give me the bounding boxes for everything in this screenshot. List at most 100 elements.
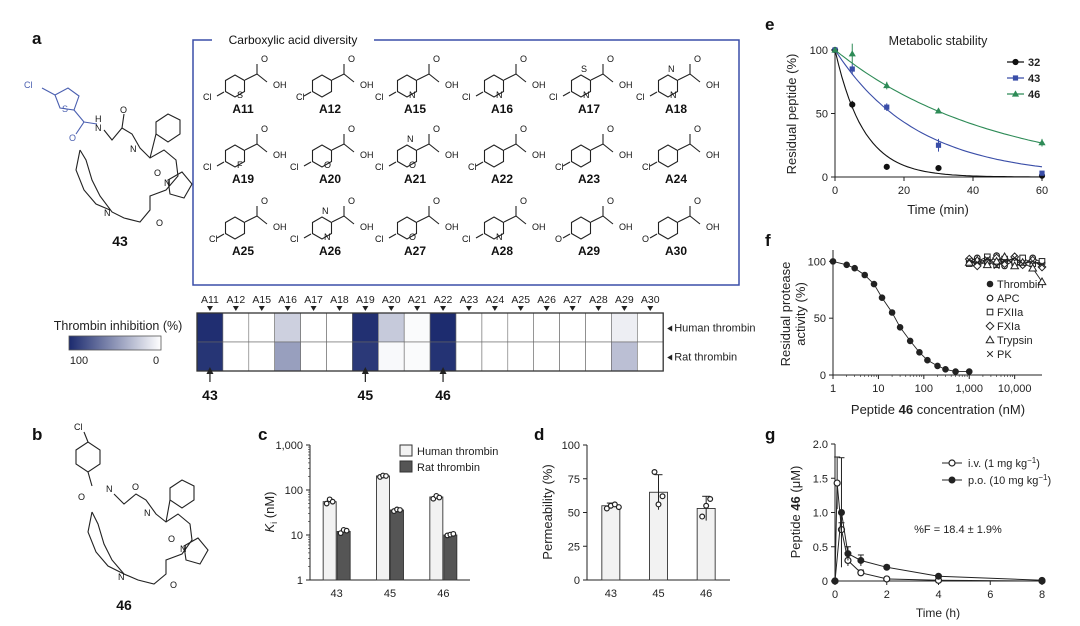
atom-label: OH (706, 222, 720, 232)
fit-curve (834, 49, 1043, 144)
data-point (883, 81, 891, 89)
y-tick-label: 25 (568, 541, 580, 553)
atom-label: O (694, 196, 701, 206)
heatmap-cell (585, 341, 612, 372)
bond (165, 499, 171, 523)
atom-label: O (409, 160, 416, 170)
atom-label: S (581, 64, 587, 74)
atom-label: N (496, 90, 503, 100)
legend-label: 46 (1028, 89, 1040, 101)
col-marker (491, 306, 498, 311)
row-marker (667, 325, 673, 332)
ring (396, 216, 418, 240)
data-point (1011, 90, 1020, 97)
ring (657, 216, 679, 240)
heatmap-cell (352, 312, 379, 343)
data-point (952, 368, 959, 375)
colorbar-min-label: 0 (153, 355, 159, 367)
atom-label: N (670, 90, 677, 100)
heatmap-cell (403, 312, 431, 343)
y-axis-label: Residual proteaseactivity (%) (778, 262, 808, 367)
carboxyl-bond (590, 215, 614, 225)
legend-label: Human thrombin (417, 446, 498, 458)
xlabel-pre: Peptide (851, 402, 899, 417)
atom-label: Cl (375, 234, 384, 244)
carboxyl-bond (331, 143, 355, 153)
acid-code: A26 (319, 244, 341, 258)
cl-bond (303, 161, 312, 167)
cl-bond (216, 161, 225, 167)
y-tick-label: 1.0 (813, 508, 828, 520)
data-point (857, 556, 865, 564)
data-point (982, 259, 992, 269)
y-tick-label: 75 (568, 474, 580, 486)
atom-o: O (78, 492, 85, 502)
data-point (906, 337, 914, 345)
panel-label-e: e (765, 15, 774, 34)
data-point (1039, 170, 1045, 176)
atom-label: OH (532, 80, 546, 90)
legend-label: 43 (1028, 73, 1040, 85)
legend-label: APC (997, 293, 1020, 305)
acid-code: A17 (578, 102, 600, 116)
atom-n: N (104, 208, 111, 218)
series-line (834, 512, 1043, 582)
heatmap-cell (507, 312, 534, 343)
data-point (965, 368, 973, 375)
y-tick-label: 0 (574, 575, 580, 587)
ylabel-line-1: Residual protease (778, 262, 793, 367)
cross-stroke (984, 255, 991, 263)
colorbar-max-label: 100 (70, 355, 88, 367)
heatmap-cell (222, 341, 250, 372)
data-point (1038, 139, 1046, 146)
data-point (870, 280, 878, 288)
ring (483, 216, 505, 240)
heatmap-col-label: A20 (382, 294, 401, 306)
arrow-compound-label: 43 (202, 387, 218, 403)
data-point (849, 66, 855, 72)
y-axis-label: Peptide 46 (μM) (788, 466, 803, 559)
atom-label: O (348, 196, 355, 206)
legend-label: Rat thrombin (417, 462, 480, 474)
acid-code: A30 (665, 244, 687, 258)
data-point (948, 476, 956, 484)
atom-label: O (324, 160, 331, 170)
heatmap-cell (481, 312, 509, 343)
carboxyl-bond (677, 215, 701, 225)
fit-curve (834, 49, 1042, 178)
cl-bond (649, 91, 658, 97)
data-point (1029, 258, 1036, 265)
alkene-chain (75, 149, 111, 211)
acid-code: A21 (404, 172, 426, 186)
atom-o: O (69, 133, 76, 143)
x-tick-label: 100 (915, 383, 933, 395)
acid-code: A19 (232, 172, 254, 186)
legend-label: 32 (1028, 57, 1040, 69)
heatmap-col-label: A16 (278, 294, 297, 306)
acid-code: A24 (665, 172, 687, 186)
panel-label-f: f (765, 231, 771, 250)
cl-bond (475, 233, 484, 239)
panel-label-a: a (32, 29, 42, 48)
carboxyl-bond (416, 215, 440, 225)
data-point (397, 507, 403, 513)
y-tick-label: 100 (285, 485, 303, 497)
y-tick-label: 1 (297, 575, 303, 587)
carboxyl-bond (503, 73, 527, 83)
atom-o: O (168, 534, 175, 544)
ring (657, 144, 679, 168)
x-tick-label: 1 (830, 383, 836, 395)
x-axis-label: Time (h) (916, 606, 960, 620)
atom-n: N (180, 544, 187, 554)
heatmap-cell (611, 312, 638, 343)
ylabel-bold: 46 (788, 496, 803, 510)
data-point (831, 46, 839, 53)
atom-label: Cl (296, 92, 305, 102)
data-point (829, 258, 837, 265)
data-point (924, 356, 931, 364)
cross-stroke (1019, 260, 1026, 267)
